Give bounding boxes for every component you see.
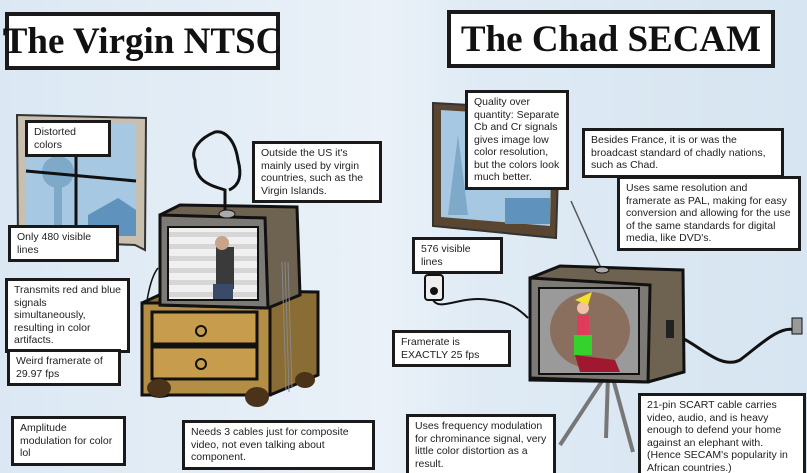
label-576-lines: 576 visible lines (412, 237, 503, 274)
label-ntsc-framerate: Weird framerate of 29.97 fps (7, 349, 121, 386)
label-color-artifacts: Transmits red and blue signals simultane… (5, 278, 130, 353)
ntsc-tv-illustration (140, 130, 320, 407)
label-amplitude-modulation: Amplitude modulation for color lol (11, 416, 126, 466)
secam-tv-illustration (424, 200, 803, 453)
label-virgin-countries: Outside the US it's mainly used by virgi… (252, 141, 382, 203)
label-chadly-nations: Besides France, it is or was the broadca… (582, 128, 784, 178)
label-frequency-modulation: Uses frequency modulation for chrominanc… (406, 414, 556, 473)
label-secam-framerate: Framerate is EXACTLY 25 fps (392, 330, 511, 367)
label-same-as-pal: Uses same resolution and framerate as PA… (617, 176, 801, 251)
label-quality: Quality over quantity: Separate Cb and C… (465, 90, 569, 190)
title-virgin-ntsc: The Virgin NTSC (3, 12, 282, 70)
title-chad-secam: The Chad SECAM (447, 10, 775, 68)
label-scart-cable: 21-pin SCART cable carries video, audio,… (638, 393, 806, 473)
label-distorted-colors: Distorted colors (25, 120, 111, 157)
label-three-cables: Needs 3 cables just for composite video,… (182, 420, 375, 470)
label-480-lines: Only 480 visible lines (8, 225, 119, 262)
